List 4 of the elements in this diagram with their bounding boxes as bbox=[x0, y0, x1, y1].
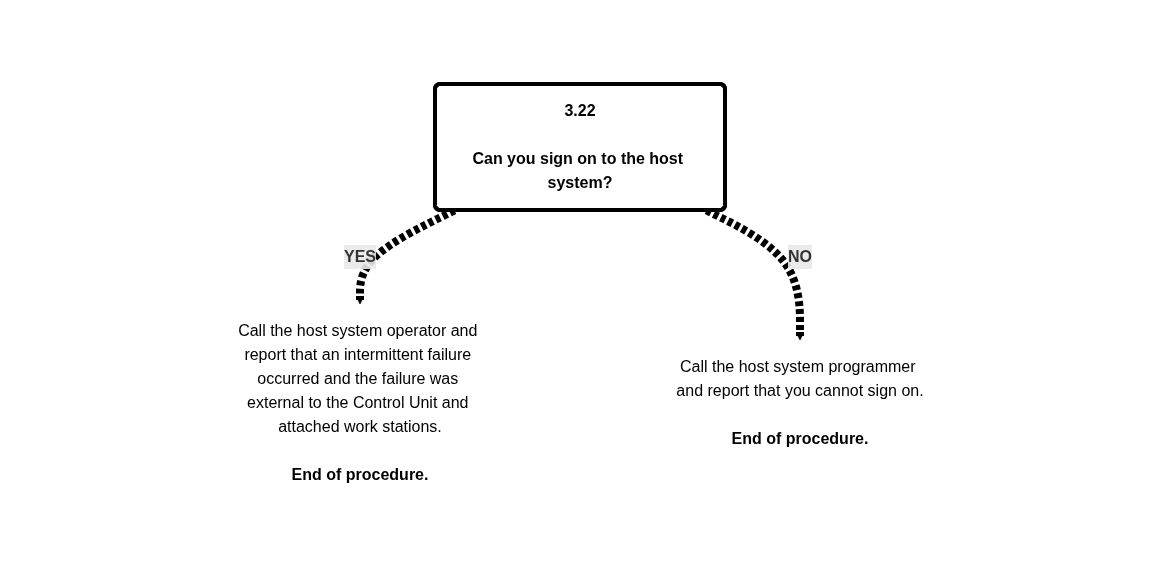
edge-label: YES bbox=[343, 247, 377, 265]
node-text: Call the host system programmer and report that you cannot sign on. End of procedure. bbox=[676, 357, 924, 447]
node-text: Call the host system operator and report that an intermittent failure occurred and the failure was external to the Control Unit and attached work stations. End of procedure. bbox=[238, 321, 478, 483]
edge-label: NO bbox=[788, 247, 812, 265]
